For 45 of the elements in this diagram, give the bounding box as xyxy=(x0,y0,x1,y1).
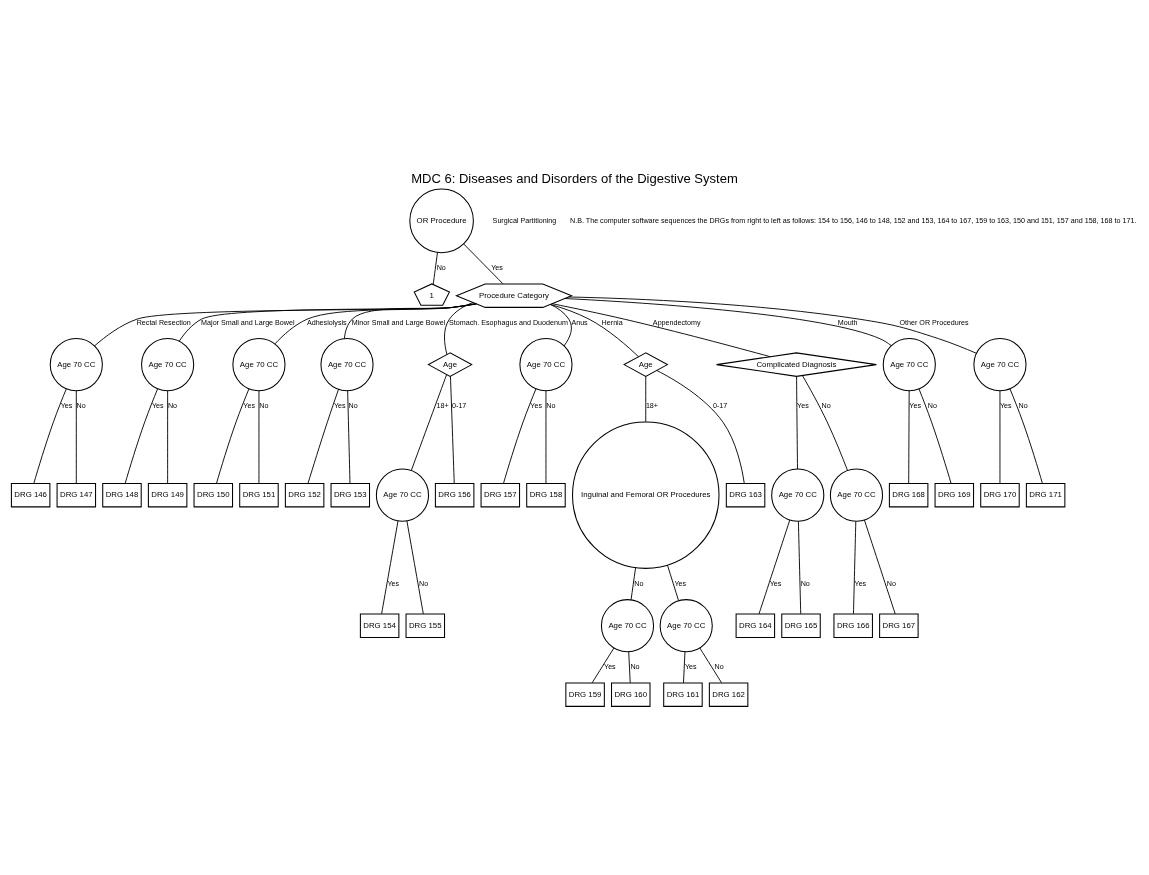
connector xyxy=(33,387,67,484)
connector xyxy=(567,296,977,354)
connector xyxy=(908,389,910,484)
connector xyxy=(75,389,77,484)
connector xyxy=(628,650,631,683)
connector xyxy=(550,303,572,346)
connector xyxy=(347,389,351,484)
connector xyxy=(796,375,798,470)
connector xyxy=(274,302,477,344)
connector xyxy=(444,301,474,355)
connector xyxy=(94,303,477,346)
connector xyxy=(918,387,952,484)
connector xyxy=(999,389,1001,484)
connector xyxy=(545,389,547,484)
connector xyxy=(797,520,802,614)
connector xyxy=(656,369,745,484)
connector xyxy=(410,373,448,471)
connector xyxy=(216,387,250,484)
connector xyxy=(591,646,615,683)
connector xyxy=(167,389,169,484)
connector xyxy=(863,519,896,614)
connector xyxy=(699,646,723,683)
connector xyxy=(667,564,679,601)
connector xyxy=(463,243,504,284)
connector xyxy=(178,302,477,342)
connector xyxy=(630,566,637,600)
connector xyxy=(450,375,455,484)
connector xyxy=(758,519,791,614)
connector xyxy=(564,297,892,346)
connector xyxy=(503,387,537,484)
connector xyxy=(683,650,686,683)
connector xyxy=(124,387,159,484)
connector xyxy=(343,302,477,339)
connector xyxy=(802,374,849,471)
connector xyxy=(549,303,639,357)
connector xyxy=(258,389,260,484)
connector xyxy=(1009,387,1043,484)
connector xyxy=(406,519,424,614)
connector xyxy=(853,520,857,614)
connector xyxy=(307,388,340,484)
diagram-title: MDC 6: Diseases and Disorders of the Digestive System xyxy=(411,170,738,186)
connector xyxy=(381,519,399,614)
connector xyxy=(645,375,647,422)
connector xyxy=(551,302,771,357)
connector xyxy=(432,251,438,285)
